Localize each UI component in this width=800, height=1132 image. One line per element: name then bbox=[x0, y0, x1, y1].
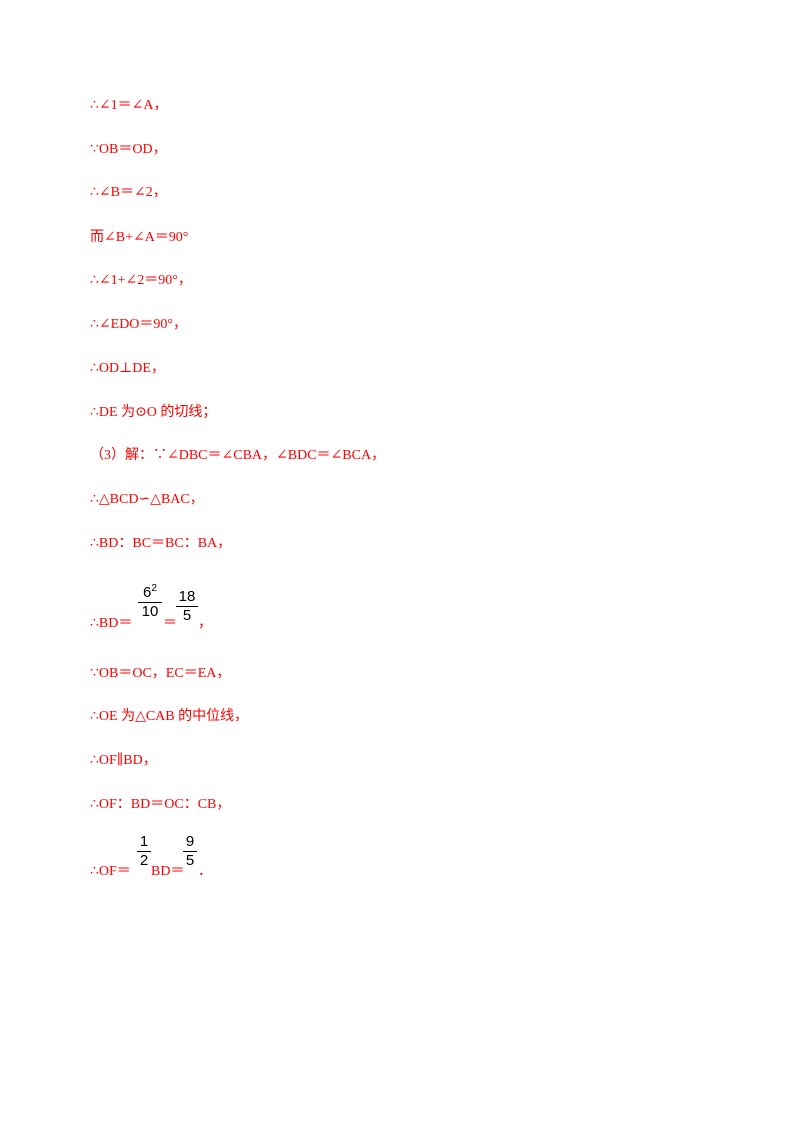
proof-line: ∴∠EDO＝90°， bbox=[90, 317, 188, 332]
equals-sign: ＝ bbox=[163, 616, 177, 631]
proof-line: ∴∠1+∠2＝90°， bbox=[90, 273, 192, 288]
proof-line: ∴OD⊥DE， bbox=[90, 361, 165, 376]
fraction-denominator: 5 bbox=[185, 852, 195, 869]
equation-prefix: ∴OF＝ bbox=[90, 864, 131, 879]
proof-line: ∴△BCD∽△BAC， bbox=[90, 492, 204, 507]
proof-line: ∴OF∥BD， bbox=[90, 753, 157, 768]
fraction-6sq-over-10: 62 10 bbox=[138, 583, 162, 620]
proof-line: ∵OB＝OC，EC＝EA， bbox=[90, 666, 231, 681]
equation-suffix: ， bbox=[198, 616, 212, 631]
proof-line: （3）解：∵∠DBC＝∠CBA，∠BDC＝∠BCA， bbox=[90, 448, 386, 463]
fraction-bar bbox=[137, 851, 151, 852]
equation-of: ∴OF＝ 1 2 BD＝ 9 5 ． bbox=[90, 832, 290, 882]
proof-line: ∴OF：BD＝OC：CB， bbox=[90, 797, 231, 812]
proof-line: ∴BD：BC＝BC：BA， bbox=[90, 536, 232, 551]
equation-mid: BD＝ bbox=[151, 864, 185, 879]
fraction-denominator: 5 bbox=[182, 607, 192, 624]
fraction-bar bbox=[176, 606, 198, 607]
proof-line: ∴∠B＝∠2， bbox=[90, 185, 167, 200]
fraction-bar bbox=[138, 602, 162, 603]
fraction-9-over-5: 9 5 bbox=[183, 834, 197, 869]
proof-line: ∴∠1＝∠A， bbox=[90, 98, 168, 113]
fraction-bar bbox=[183, 851, 197, 852]
proof-line: ∴OE 为△CAB 的中位线， bbox=[90, 709, 249, 724]
proof-line: ∵OB＝OD， bbox=[90, 142, 167, 157]
fraction-18-over-5: 18 5 bbox=[176, 589, 198, 624]
fraction-numerator: 1 bbox=[139, 833, 149, 850]
fraction-numerator: 9 bbox=[185, 833, 195, 850]
fraction-denominator: 2 bbox=[139, 852, 149, 869]
equation-suffix: ． bbox=[198, 864, 212, 879]
fraction-denominator: 10 bbox=[141, 603, 159, 620]
fraction-numerator: 18 bbox=[178, 588, 196, 605]
fraction-1-over-2: 1 2 bbox=[137, 834, 151, 869]
proof-line: ∴DE 为⊙O 的切线； bbox=[90, 405, 217, 420]
equation-prefix: ∴BD＝ bbox=[90, 616, 133, 631]
fraction-numerator: 62 bbox=[143, 583, 157, 601]
equation-bd: ∴BD＝ 62 10 ＝ 18 5 ， bbox=[90, 583, 290, 635]
proof-line: 而∠B+∠A＝90° bbox=[90, 230, 189, 245]
